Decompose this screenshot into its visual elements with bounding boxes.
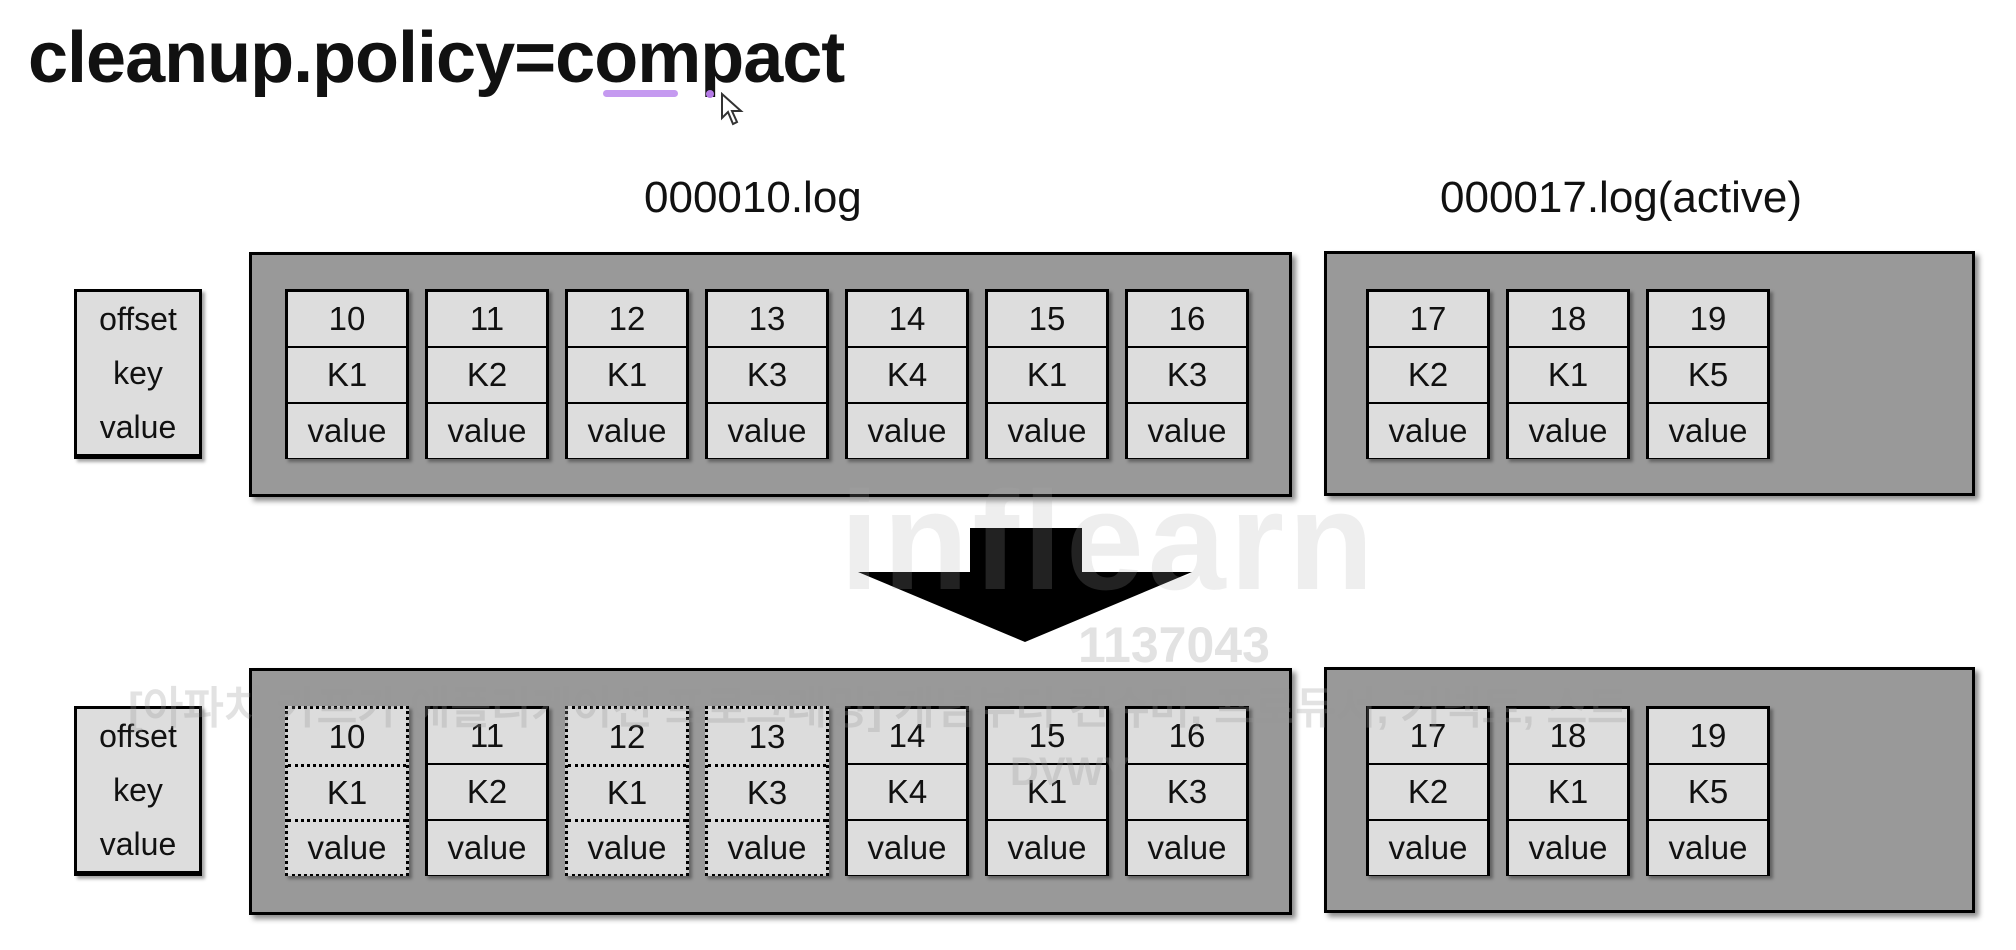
record-key: K5 xyxy=(1649,765,1767,819)
record-value: value xyxy=(428,404,546,458)
record-offset: 17 xyxy=(1369,292,1487,346)
record-value: value xyxy=(1369,821,1487,875)
record-offset: 15 xyxy=(988,292,1106,346)
record-key: K1 xyxy=(988,765,1106,819)
legend-before: offset key value xyxy=(74,289,202,459)
compaction-arrow-icon xyxy=(858,528,1192,642)
record-value: value xyxy=(708,404,826,458)
record-offset: 14 xyxy=(848,709,966,763)
record-value: value xyxy=(988,821,1106,875)
mouse-cursor-icon xyxy=(721,92,744,126)
record-key: K1 xyxy=(1509,765,1627,819)
record-value: value xyxy=(1369,404,1487,458)
record-offset: 10 xyxy=(288,292,406,346)
record-key: K4 xyxy=(848,765,966,819)
watermark-logo: inflearn xyxy=(840,462,1378,619)
record-value: value xyxy=(848,821,966,875)
record-key: K5 xyxy=(1649,348,1767,402)
record-key: K1 xyxy=(288,764,406,819)
record-offset: 11 xyxy=(428,709,546,763)
record-offset: 14 xyxy=(848,292,966,346)
legend-after: offset key value xyxy=(74,706,202,876)
record-offset: 15 xyxy=(988,709,1106,763)
record-offset: 16 xyxy=(1128,709,1246,763)
record-offset: 19 xyxy=(1649,709,1767,763)
record-offset: 12 xyxy=(568,709,686,764)
legend-offset: offset xyxy=(77,709,199,763)
watermark-id: 1137043 xyxy=(1078,617,1270,673)
record-value: value xyxy=(428,821,546,875)
record-key: K3 xyxy=(708,764,826,819)
record-key: K3 xyxy=(1128,765,1246,819)
record-key: K1 xyxy=(568,764,686,819)
record-key: K2 xyxy=(1369,765,1487,819)
record-key: K1 xyxy=(288,348,406,402)
record-key: K2 xyxy=(428,765,546,819)
record-key: K1 xyxy=(568,348,686,402)
record-value: value xyxy=(988,404,1106,458)
watermark-code: DVWY xyxy=(1010,750,1130,794)
legend-value: value xyxy=(77,400,199,454)
record-value: value xyxy=(288,404,406,458)
record-offset: 17 xyxy=(1369,709,1487,763)
record-value: value xyxy=(1649,821,1767,875)
highlight-underline xyxy=(603,90,678,97)
record-offset: 19 xyxy=(1649,292,1767,346)
record-value: value xyxy=(708,819,826,874)
legend-key: key xyxy=(77,346,199,400)
segment-label-old: 000010.log xyxy=(644,173,862,222)
record-value: value xyxy=(848,404,966,458)
record-value: value xyxy=(1509,404,1627,458)
segment-label-active: 000017.log(active) xyxy=(1440,173,1803,222)
legend-value: value xyxy=(77,817,199,871)
record-key: K1 xyxy=(1509,348,1627,402)
record-key: K1 xyxy=(988,348,1106,402)
record-key: K3 xyxy=(708,348,826,402)
legend-key: key xyxy=(77,763,199,817)
record-key: K2 xyxy=(428,348,546,402)
record-value: value xyxy=(568,819,686,874)
record-offset: 11 xyxy=(428,292,546,346)
record-key: K3 xyxy=(1128,348,1246,402)
highlight-dot xyxy=(706,90,714,98)
page-title: cleanup.policy=compact xyxy=(28,18,845,98)
record-offset: 10 xyxy=(288,709,406,764)
legend-offset: offset xyxy=(77,292,199,346)
record-value: value xyxy=(1649,404,1767,458)
record-offset: 18 xyxy=(1509,709,1627,763)
record-value: value xyxy=(1509,821,1627,875)
record-value: value xyxy=(568,404,686,458)
record-offset: 16 xyxy=(1128,292,1246,346)
record-offset: 12 xyxy=(568,292,686,346)
record-offset: 18 xyxy=(1509,292,1627,346)
record-value: value xyxy=(288,819,406,874)
record-key: K4 xyxy=(848,348,966,402)
watermark-course: [아파치 카프카 애플리케이션 프로그래밍] 개념부터 컨슈머, 프로듀서, 커… xyxy=(128,684,1628,733)
record-offset: 13 xyxy=(708,292,826,346)
record-value: value xyxy=(1128,404,1246,458)
record-value: value xyxy=(1128,821,1246,875)
record-key: K2 xyxy=(1369,348,1487,402)
record-offset: 13 xyxy=(708,709,826,764)
